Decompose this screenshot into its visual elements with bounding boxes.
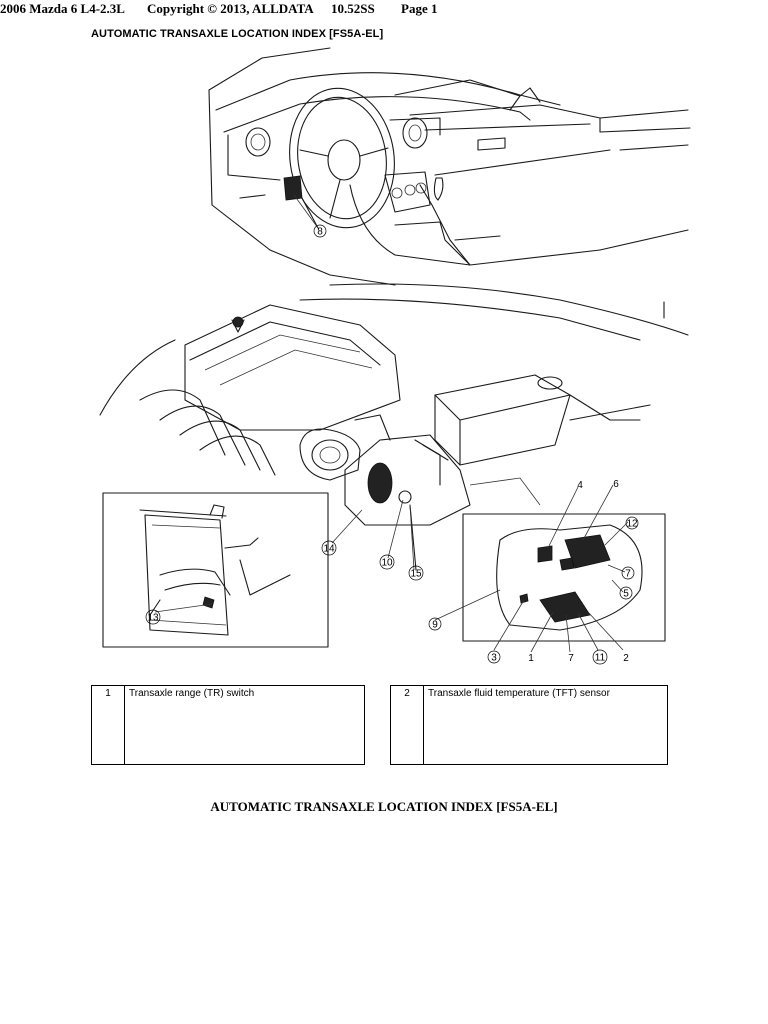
callout-9: 9 (428, 617, 442, 631)
callout-7-lower: 7 (568, 653, 574, 664)
callout-14: 14 (321, 540, 337, 556)
svg-text:1: 1 (528, 653, 534, 664)
callout-7-upper: 7 (621, 566, 635, 580)
callout-labels: 8 13 14 10 15 9 4 6 12 7 5 3 1 7 11 2 (145, 224, 639, 665)
svg-text:8: 8 (317, 227, 323, 238)
callout-2: 2 (623, 653, 629, 664)
header-vehicle: 2006 Mazda 6 L4-2.3L (0, 1, 125, 16)
diagram-title: AUTOMATIC TRANSAXLE LOCATION INDEX [FS5A… (91, 28, 384, 40)
svg-text:9: 9 (432, 620, 438, 631)
header-copyright: Copyright © 2013, ALLDATA (147, 1, 314, 16)
callout-15: 15 (408, 565, 424, 581)
callout-13: 13 (145, 609, 161, 625)
svg-text:14: 14 (323, 544, 335, 555)
svg-text:13: 13 (147, 613, 159, 624)
radiator-inset (102, 492, 329, 648)
callout-12: 12 (625, 516, 639, 530)
svg-text:2: 2 (623, 653, 629, 664)
svg-text:4: 4 (577, 480, 583, 491)
legend-table-2: 2 Transaxle fluid temperature (TFT) sens… (390, 685, 668, 765)
callout-5: 5 (619, 586, 633, 600)
callout-4: 4 (577, 480, 583, 491)
header-version: 10.52SS (331, 1, 375, 16)
svg-text:6: 6 (613, 479, 619, 490)
callout-8: 8 (313, 224, 327, 238)
leader-lines (154, 194, 629, 653)
legend-description-1: Transaxle range (TR) switch (124, 685, 365, 765)
page-header: 2006 Mazda 6 L4-2.3L Copyright © 2013, A… (0, 0, 768, 18)
callout-11: 11 (592, 649, 608, 665)
legend-number-1: 1 (91, 685, 125, 765)
legend-description-2: Transaxle fluid temperature (TFT) sensor (423, 685, 668, 765)
callout-3: 3 (487, 650, 501, 664)
legend-table-1: 1 Transaxle range (TR) switch (91, 685, 365, 765)
header-page-number: Page 1 (401, 1, 438, 16)
dashboard-illustration (208, 47, 691, 286)
transaxle-inset (462, 513, 666, 642)
engine-bay-illustration (99, 283, 689, 571)
svg-text:12: 12 (626, 519, 638, 530)
legend-number-2: 2 (390, 685, 424, 765)
callout-10: 10 (379, 554, 395, 570)
svg-text:10: 10 (381, 558, 393, 569)
svg-text:7: 7 (625, 569, 631, 580)
svg-text:3: 3 (491, 653, 497, 664)
svg-text:11: 11 (595, 653, 606, 664)
svg-text:5: 5 (623, 589, 629, 600)
footer-title: AUTOMATIC TRANSAXLE LOCATION INDEX [FS5A… (210, 799, 558, 814)
svg-text:7: 7 (568, 653, 574, 664)
callout-1: 1 (528, 653, 534, 664)
svg-text:15: 15 (410, 569, 422, 580)
callout-6: 6 (613, 479, 619, 490)
